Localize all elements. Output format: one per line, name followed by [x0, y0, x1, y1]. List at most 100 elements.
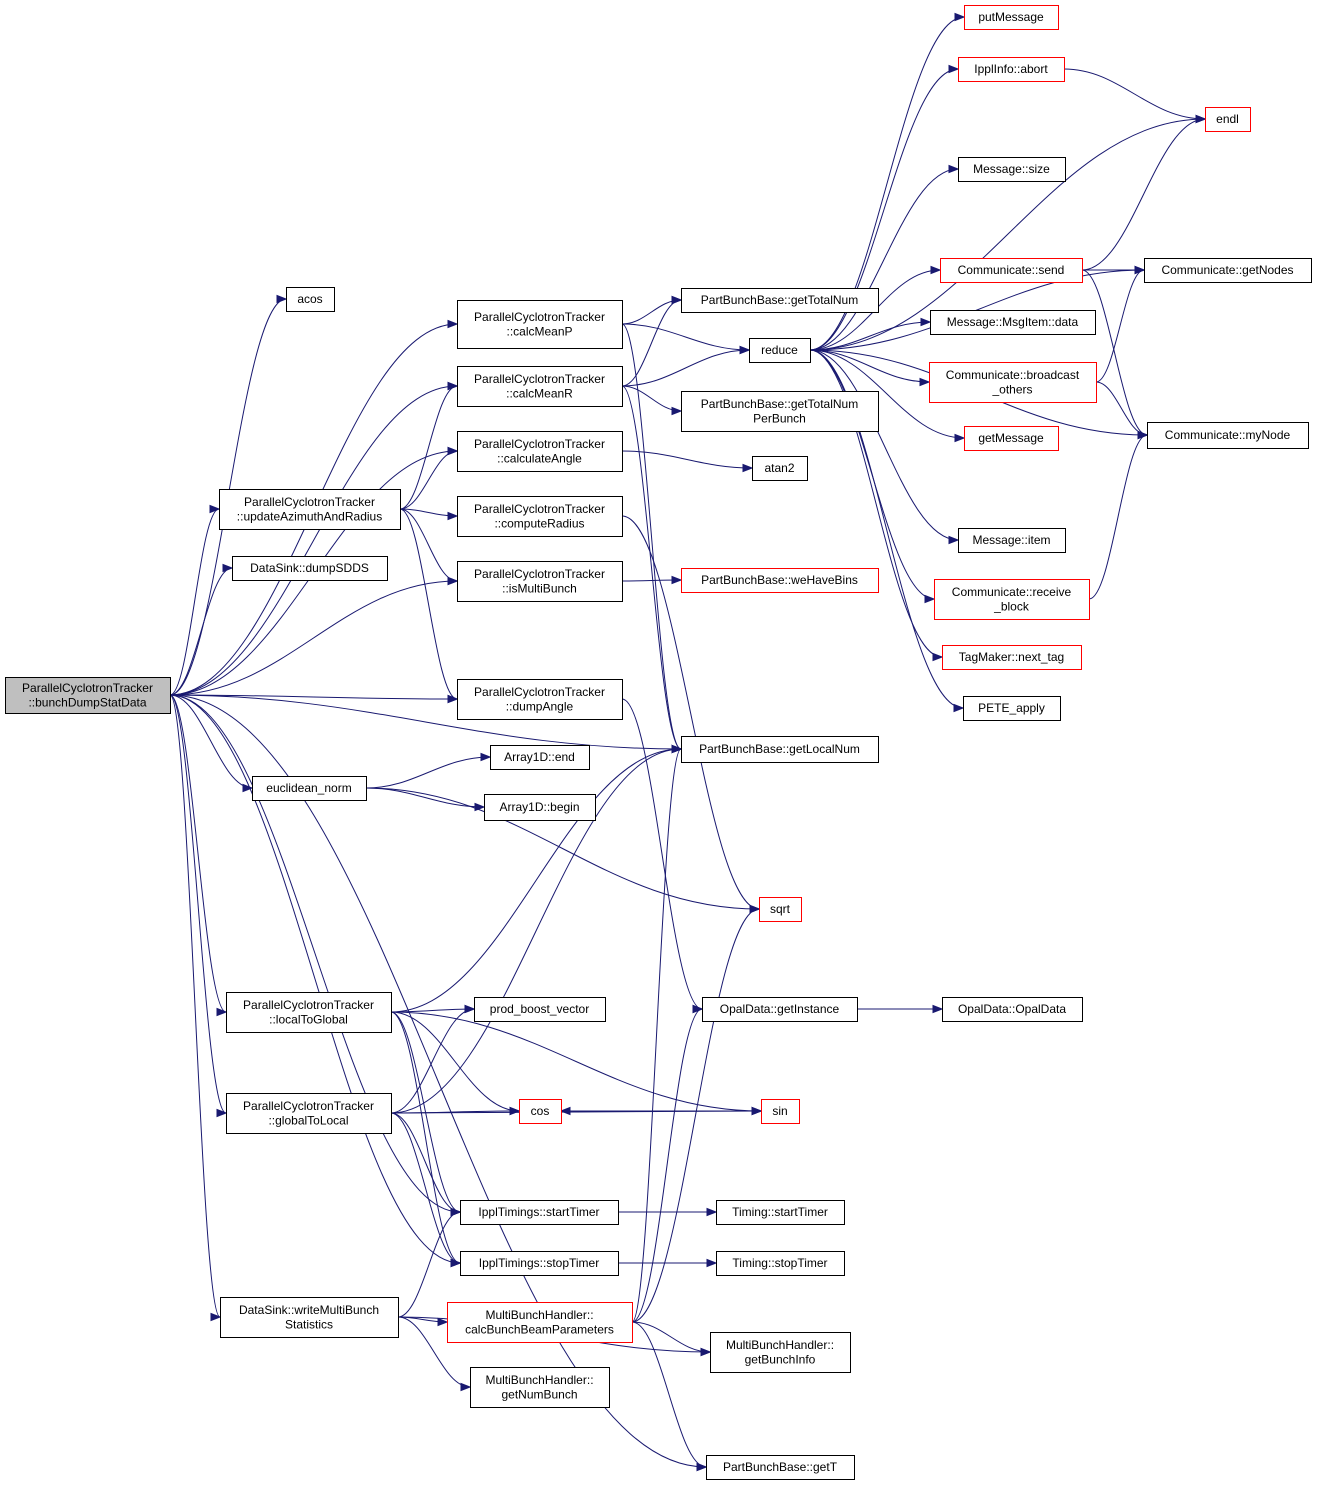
function-node-ippl-start[interactable]: IpplTimings::startTimer: [460, 1200, 619, 1225]
function-node-box: [716, 1251, 845, 1276]
function-node-compute-radius[interactable]: ParallelCyclotronTracker::computeRadius: [457, 496, 623, 537]
function-node-prod-boost[interactable]: prod_boost_vector: [474, 997, 606, 1022]
function-node-acos[interactable]: acos: [286, 287, 335, 312]
function-node-label: endl: [1216, 112, 1239, 126]
function-node-label: sin: [772, 1104, 787, 1118]
function-node-label: putMessage: [978, 10, 1044, 24]
function-node-endl[interactable]: endl: [1205, 107, 1251, 132]
function-node-calc-bbp[interactable]: MultiBunchHandler::calcBunchBeamParamete…: [447, 1302, 633, 1343]
call-edge: [809, 164, 960, 351]
function-node-get-message[interactable]: getMessage: [964, 426, 1059, 451]
function-node-box: [681, 736, 879, 763]
function-nodes: ParallelCyclotronTracker::bunchDumpStatD…: [5, 5, 1312, 1480]
call-edge: [390, 1004, 476, 1014]
function-node-get-total-num[interactable]: PartBunchBase::getTotalNum: [681, 288, 879, 313]
call-edge: [390, 1011, 462, 1217]
function-node-comm-broadcast[interactable]: Communicate::broadcast_others: [929, 362, 1097, 403]
call-edge: [397, 1316, 472, 1392]
function-node-label: ParallelCyclotronTracker: [474, 567, 605, 581]
function-node-box: [964, 426, 1059, 451]
function-node-comm-receive[interactable]: Communicate::receive_block: [934, 579, 1090, 620]
function-node-box: [519, 1099, 562, 1124]
function-node-reduce[interactable]: reduce: [749, 338, 811, 363]
function-node-timing-stop[interactable]: Timing::stopTimer: [716, 1251, 845, 1276]
function-node-euclidean[interactable]: euclidean_norm: [252, 776, 367, 801]
call-edge: [809, 64, 960, 351]
function-node-label: PerBunch: [753, 411, 806, 425]
function-node-label: getNumBunch: [501, 1387, 577, 1401]
function-node-get-num-bunch[interactable]: MultiBunchHandler::getNumBunch: [470, 1367, 610, 1408]
function-node-sin[interactable]: sin: [761, 1099, 800, 1124]
function-node-box: [1144, 258, 1312, 283]
call-edge: [621, 345, 751, 387]
function-node-a1begin[interactable]: Array1D::begin: [484, 794, 596, 821]
function-node-local-to-global[interactable]: ParallelCyclotronTracker::localToGlobal: [226, 992, 392, 1033]
function-node-get-t[interactable]: PartBunchBase::getT: [706, 1455, 855, 1480]
function-node-is-multi-bunch[interactable]: ParallelCyclotronTracker::isMultiBunch: [457, 561, 623, 602]
function-node-opal-get-instance[interactable]: OpalData::getInstance: [702, 997, 858, 1022]
function-node-box: [252, 776, 367, 801]
function-node-label: ::bunchDumpStatData: [28, 695, 146, 709]
function-node-label: getBunchInfo: [745, 1352, 816, 1366]
function-node-atan2[interactable]: atan2: [752, 456, 808, 481]
call-edge: [1095, 265, 1146, 383]
function-node-ippl-stop[interactable]: IpplTimings::stopTimer: [460, 1251, 619, 1276]
function-node-opal-data[interactable]: OpalData::OpalData: [942, 997, 1083, 1022]
function-node-box: [470, 1367, 610, 1408]
function-node-box: [484, 794, 596, 821]
function-node-label: _others: [991, 382, 1032, 396]
function-node-msg-item[interactable]: Message::item: [958, 528, 1066, 553]
function-node-ippl-abort[interactable]: IpplInfo::abort: [958, 57, 1065, 82]
call-edge: [809, 349, 936, 604]
function-node-msg-size[interactable]: Message::size: [958, 157, 1066, 182]
function-node-update-azimuth[interactable]: ParallelCyclotronTracker::updateAzimuthA…: [219, 489, 401, 530]
function-node-a1end[interactable]: Array1D::end: [490, 745, 590, 770]
function-node-global-to-local[interactable]: ParallelCyclotronTracker::globalToLocal: [226, 1093, 392, 1134]
function-node-box: [752, 456, 808, 481]
function-node-comm-my-node[interactable]: Communicate::myNode: [1147, 422, 1309, 449]
function-node-root[interactable]: ParallelCyclotronTracker::bunchDumpStatD…: [5, 677, 171, 714]
function-node-calculate-angle[interactable]: ParallelCyclotronTracker::calculateAngle: [457, 431, 623, 472]
function-node-msg-item-data[interactable]: Message::MsgItem::data: [930, 310, 1096, 335]
function-node-box: [457, 300, 623, 349]
call-edge: [399, 508, 459, 586]
function-node-put-message[interactable]: putMessage: [964, 5, 1059, 30]
function-node-dump-sdds[interactable]: DataSink::dumpSDDS: [232, 556, 388, 581]
function-node-label: calcBunchBeamParameters: [465, 1322, 614, 1336]
function-node-comm-get-nodes[interactable]: Communicate::getNodes: [1144, 258, 1312, 283]
call-edge: [618, 1258, 718, 1268]
function-node-timing-start[interactable]: Timing::startTimer: [716, 1200, 845, 1225]
function-node-get-local-num[interactable]: PartBunchBase::getLocalNum: [681, 736, 879, 763]
function-node-label: DataSink::dumpSDDS: [250, 561, 369, 575]
call-edge: [390, 1112, 462, 1268]
function-node-next-tag[interactable]: TagMaker::next_tag: [942, 645, 1082, 670]
function-node-label: ::updateAzimuthAndRadius: [237, 509, 382, 523]
function-node-label: ::calcMeanP: [506, 324, 572, 338]
function-node-dump-angle[interactable]: ParallelCyclotronTracker::dumpAngle: [457, 679, 623, 720]
function-node-label: MultiBunchHandler::: [485, 1308, 593, 1322]
call-edge: [621, 385, 683, 754]
function-node-label: IpplInfo::abort: [974, 62, 1048, 76]
function-node-pete-apply[interactable]: PETE_apply: [963, 696, 1061, 721]
function-node-get-bunch-info[interactable]: MultiBunchHandler::getBunchInfo: [710, 1332, 851, 1373]
function-node-calc-mean-p[interactable]: ParallelCyclotronTracker::calcMeanP: [457, 300, 623, 349]
function-node-cos[interactable]: cos: [519, 1099, 562, 1124]
function-node-label: Statistics: [285, 1317, 333, 1331]
function-node-label: PartBunchBase::getTotalNum: [701, 293, 858, 307]
function-node-label: ::globalToLocal: [268, 1113, 348, 1127]
function-node-comm-send[interactable]: Communicate::send: [940, 258, 1083, 283]
function-node-label: Communicate::getNodes: [1161, 263, 1293, 277]
function-node-calc-mean-r[interactable]: ParallelCyclotronTracker::calcMeanR: [457, 366, 623, 407]
function-node-box: [940, 258, 1083, 283]
call-edge: [1063, 68, 1207, 124]
function-node-box: [702, 997, 858, 1022]
function-node-label: MultiBunchHandler::: [485, 1373, 593, 1387]
call-edge: [809, 349, 931, 387]
function-node-we-have-bins[interactable]: PartBunchBase::weHaveBins: [681, 568, 879, 593]
function-node-box: [749, 338, 811, 363]
call-edge: [856, 1004, 944, 1014]
function-node-sqrt[interactable]: sqrt: [759, 897, 802, 922]
function-node-label: _block: [993, 599, 1030, 613]
